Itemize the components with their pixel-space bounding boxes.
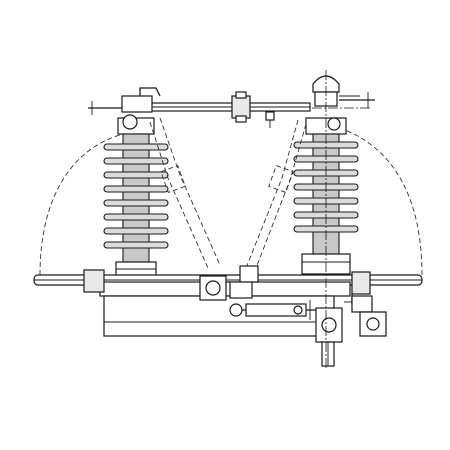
right-open-blade-dashed bbox=[245, 119, 307, 269]
earthing-hinge bbox=[344, 295, 387, 337]
left-open-blade-dashed bbox=[149, 117, 221, 269]
left-bus-clamp bbox=[83, 269, 105, 293]
blade-clamp bbox=[231, 95, 251, 119]
right-bus-clamp bbox=[351, 271, 371, 295]
right-swing-arc bbox=[344, 129, 423, 276]
center-pivot bbox=[199, 265, 259, 301]
left-swing-arc bbox=[39, 134, 121, 276]
left-insulator bbox=[103, 114, 169, 277]
left-top-contact bbox=[121, 95, 153, 113]
drive-shaft bbox=[315, 307, 343, 367]
operating-rod bbox=[229, 300, 322, 320]
